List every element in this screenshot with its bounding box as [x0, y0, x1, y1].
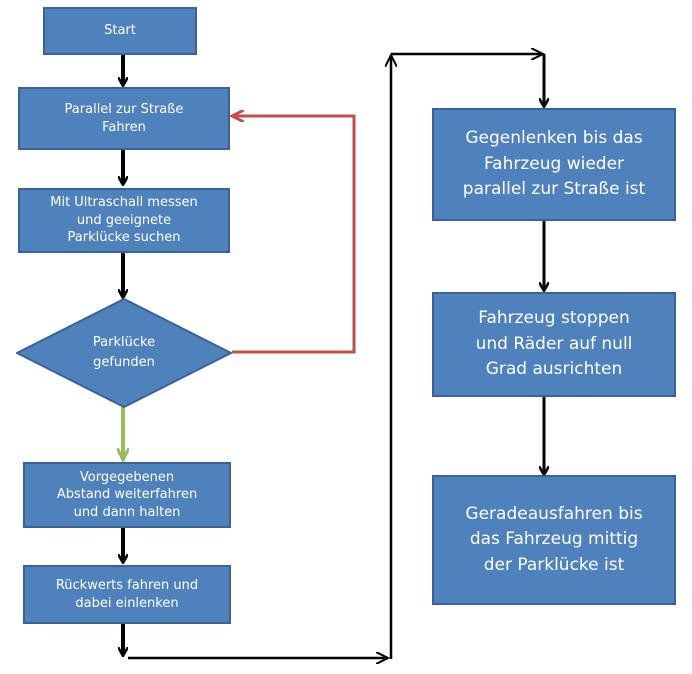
node-measure-label: Mit Ultraschall messen und geeignete Par… — [50, 195, 198, 246]
node-decision-label: Parklücke gefunden — [92, 334, 156, 370]
node-reverse-label: Rückwerts fahren und dabei einlenken — [55, 577, 199, 611]
arrow-decision-loop-back — [232, 116, 356, 354]
node-drive-distance: Vorgegebenen Abstand weiterfahren und da… — [23, 462, 231, 528]
node-straight: Geradeausfahren bis das Fahrzeug mittig … — [432, 475, 676, 605]
node-drive-parallel: Parallel zur Straße Fahren — [18, 87, 230, 150]
node-decision: Parklücke gefunden — [16, 298, 232, 408]
node-measure: Mit Ultraschall messen und geeignete Par… — [18, 188, 230, 253]
node-start-label: Start — [104, 23, 136, 39]
node-stop: Fahrzeug stoppen und Räder auf null Grad… — [432, 292, 676, 397]
node-straight-label: Geradeausfahren bis das Fahrzeug mittig … — [465, 503, 643, 575]
node-drive-distance-label: Vorgegebenen Abstand weiterfahren und da… — [56, 469, 198, 520]
node-reverse: Rückwerts fahren und dabei einlenken — [23, 565, 231, 624]
node-start: Start — [43, 7, 197, 55]
node-drive-parallel-label: Parallel zur Straße Fahren — [64, 101, 184, 135]
node-countersteer-label: Gegenlenken bis das Fahrzeug wieder para… — [462, 128, 646, 200]
node-stop-label: Fahrzeug stoppen und Räder auf null Grad… — [475, 308, 633, 380]
node-countersteer: Gegenlenken bis das Fahrzeug wieder para… — [432, 108, 676, 221]
decision-diamond-shape — [16, 298, 232, 408]
